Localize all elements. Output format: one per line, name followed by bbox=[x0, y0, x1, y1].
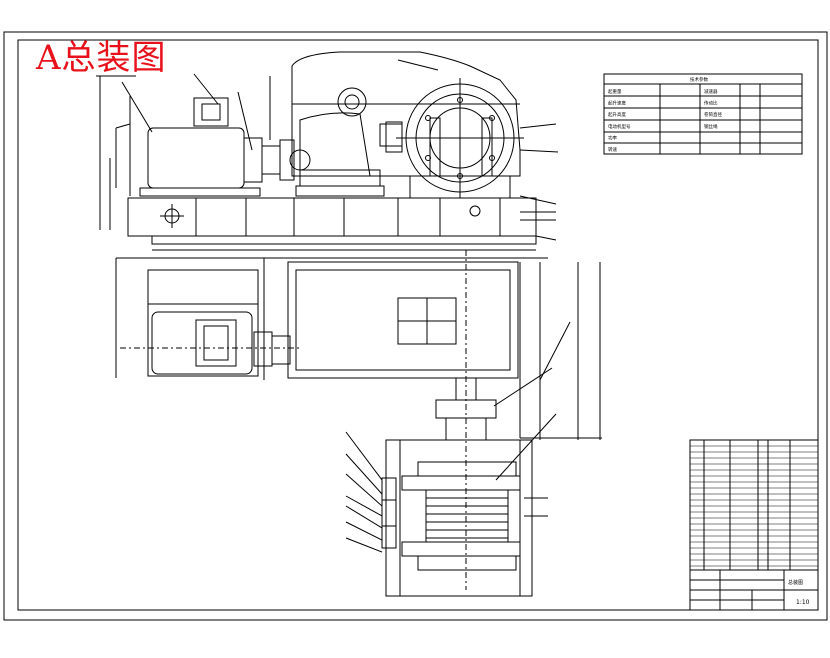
spec-table-label: 起升高度 bbox=[608, 111, 626, 118]
spec-table-label: 技术参数 bbox=[690, 76, 708, 83]
spec-table-label: 减速器 bbox=[704, 88, 718, 95]
spec-table-label: 传动比 bbox=[704, 100, 718, 107]
spec-table-label: 转速 bbox=[608, 146, 617, 153]
spec-table-label: 钢丝绳 bbox=[704, 123, 718, 130]
front-view bbox=[96, 51, 559, 251]
parts-list bbox=[689, 439, 819, 611]
spec-table-label: 电动机型号 bbox=[608, 123, 631, 130]
top-view bbox=[115, 250, 602, 590]
spec-table-label: 功率 bbox=[608, 134, 617, 141]
parts-list-rows bbox=[690, 445, 818, 567]
inner-border bbox=[17, 39, 819, 611]
drawing-title: A总装图 bbox=[36, 38, 167, 78]
outer-border bbox=[3, 31, 828, 621]
spec-table-label: 起重量 bbox=[608, 88, 622, 95]
spec-table-label: 卷筒直径 bbox=[704, 111, 722, 118]
drum-view bbox=[345, 431, 548, 597]
title-block-scale: 1:10 bbox=[796, 599, 810, 606]
spec-table-label: 起升速度 bbox=[608, 100, 626, 107]
title-block-drawing-name: 总装图 bbox=[788, 579, 803, 586]
spec-table bbox=[603, 73, 803, 155]
